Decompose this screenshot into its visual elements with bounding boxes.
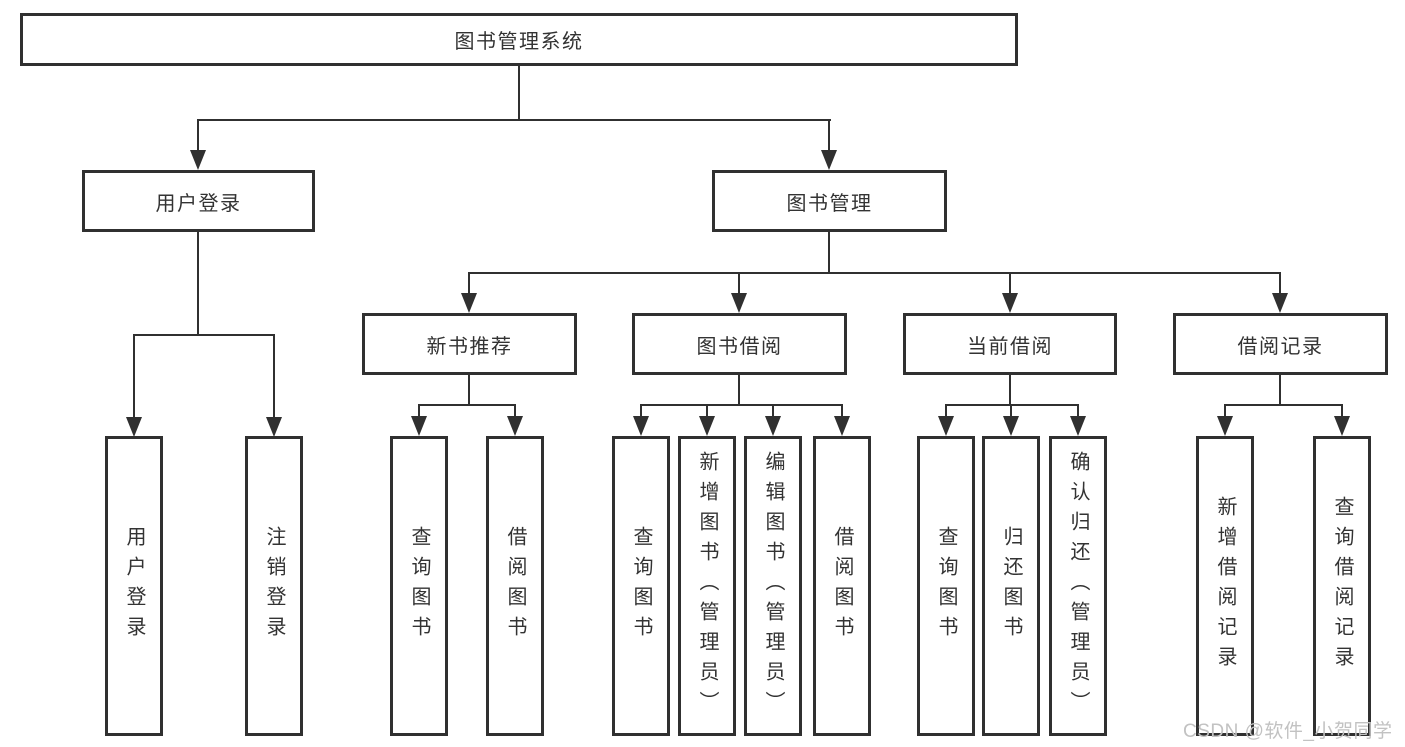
leaf-logout: 注销登录 [245, 436, 303, 736]
leaf-add-borrow-record: 新增借阅记录 [1196, 436, 1254, 736]
arrow-down-icon [461, 293, 477, 313]
connector-line [1279, 375, 1281, 406]
node-box-book-borrowing: 图书借阅 [632, 313, 847, 375]
connector-line [518, 66, 520, 121]
connector-line [1009, 272, 1011, 294]
csdn-watermark: CSDN @软件_小贺同学 [1183, 721, 1393, 742]
arrow-down-icon [821, 150, 837, 170]
leaf-label: 新增图书（管理员） [696, 451, 718, 721]
node-label-current-borrowing: 当前借阅 [967, 335, 1053, 358]
connector-line [828, 119, 830, 151]
connector-line [738, 375, 740, 406]
connector-line [133, 334, 135, 418]
node-label-library-system: 图书管理系统 [454, 31, 584, 53]
connector-line [273, 334, 275, 418]
arrow-down-icon [1070, 416, 1086, 436]
leaf-add-books-admin: 新增图书（管理员） [678, 436, 736, 736]
node-box-current-borrowing: 当前借阅 [903, 313, 1117, 375]
node-box-library-system: 图书管理系统 [20, 13, 1018, 66]
connector-line [1224, 404, 1226, 418]
connector-line [945, 404, 947, 418]
leaf-query-books-recommend: 查询图书 [390, 436, 448, 736]
connector-line [706, 404, 708, 418]
node-label-book-management: 图书管理 [786, 192, 873, 215]
arrow-down-icon [126, 417, 142, 437]
arrow-down-icon [1334, 416, 1350, 436]
leaf-query-books-borrowing: 查询图书 [612, 436, 670, 736]
connector-line [468, 375, 470, 406]
leaf-label: 用户登录 [123, 526, 145, 646]
connector-line [640, 404, 642, 418]
arrow-down-icon [1002, 293, 1018, 313]
arrow-down-icon [266, 417, 282, 437]
arrow-down-icon [938, 416, 954, 436]
connector-line [514, 404, 516, 418]
arrow-down-icon [834, 416, 850, 436]
leaf-label: 查询图书 [630, 526, 652, 646]
node-label-new-book-recommend: 新书推荐 [426, 335, 513, 358]
node-label-user-login: 用户登录 [155, 192, 242, 215]
leaf-label: 查询图书 [935, 526, 957, 646]
node-label-borrowing-records: 借阅记录 [1237, 335, 1324, 358]
arrow-down-icon [731, 293, 747, 313]
leaf-query-books-current: 查询图书 [917, 436, 975, 736]
node-label-book-borrowing: 图书借阅 [696, 335, 783, 358]
node-box-book-management: 图书管理 [712, 170, 947, 232]
connector-line [1279, 272, 1281, 294]
connector-line [1341, 404, 1343, 418]
leaf-borrow-books: 借阅图书 [813, 436, 871, 736]
connector-line [418, 404, 516, 406]
arrow-down-icon [633, 416, 649, 436]
connector-line [738, 272, 740, 294]
arrow-down-icon [411, 416, 427, 436]
leaf-label: 查询借阅记录 [1331, 496, 1353, 676]
connector-line [197, 119, 199, 151]
connector-line [828, 232, 830, 274]
connector-line [1224, 404, 1343, 406]
arrow-down-icon [1003, 416, 1019, 436]
leaf-label: 确认归还（管理员） [1067, 451, 1089, 721]
leaf-user-login: 用户登录 [105, 436, 163, 736]
connector-line [133, 334, 275, 336]
leaf-label: 查询图书 [408, 526, 430, 646]
leaf-return-books: 归还图书 [982, 436, 1040, 736]
arrow-down-icon [1272, 293, 1288, 313]
leaf-label: 新增借阅记录 [1214, 496, 1236, 676]
arrow-down-icon [1217, 416, 1233, 436]
node-box-user-login: 用户登录 [82, 170, 315, 232]
leaf-borrow-books-recommend: 借阅图书 [486, 436, 544, 736]
leaf-label: 注销登录 [263, 526, 285, 646]
leaf-label: 借阅图书 [831, 526, 853, 646]
leaf-label: 归还图书 [1000, 526, 1022, 646]
connector-line [1009, 375, 1011, 406]
connector-line [197, 119, 831, 121]
leaf-label: 借阅图书 [504, 526, 526, 646]
arrow-down-icon [765, 416, 781, 436]
node-box-new-book-recommend: 新书推荐 [362, 313, 577, 375]
connector-line [468, 272, 470, 294]
connector-line [841, 404, 843, 418]
leaf-query-borrow-record: 查询借阅记录 [1313, 436, 1371, 736]
arrow-down-icon [190, 150, 206, 170]
connector-line [418, 404, 420, 418]
arrow-down-icon [507, 416, 523, 436]
node-box-borrowing-records: 借阅记录 [1173, 313, 1388, 375]
connector-line [1077, 404, 1079, 418]
connector-line [640, 404, 843, 406]
connector-line [468, 272, 1281, 274]
leaf-edit-books-admin: 编辑图书（管理员） [744, 436, 802, 736]
connector-line [197, 232, 199, 336]
arrow-down-icon [699, 416, 715, 436]
connector-line [772, 404, 774, 418]
leaf-confirm-return-admin: 确认归还（管理员） [1049, 436, 1107, 736]
connector-line [1010, 404, 1012, 418]
leaf-label: 编辑图书（管理员） [762, 451, 784, 721]
